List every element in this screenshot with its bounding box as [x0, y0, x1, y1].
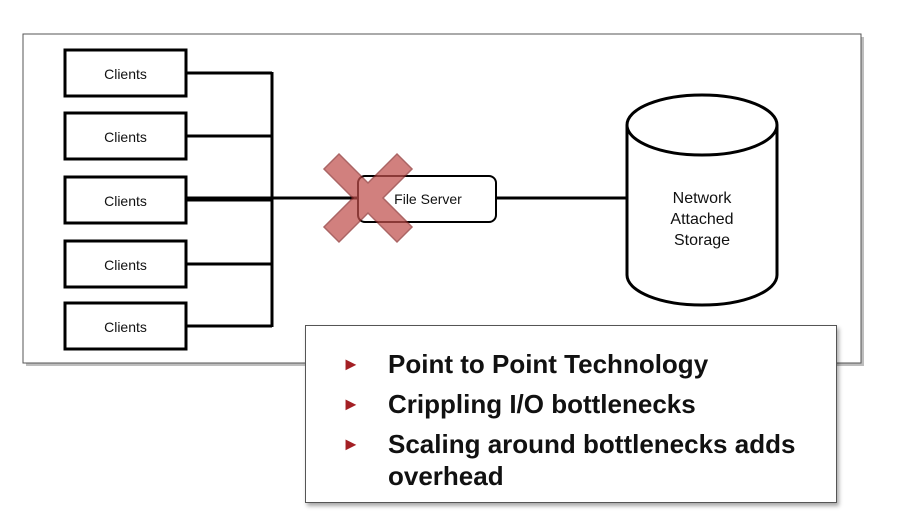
- triangle-bullet-icon: ►: [342, 394, 360, 414]
- issues-callout: ► Point to Point Technology ► Crippling …: [305, 325, 837, 503]
- client-node: Clients: [63, 239, 188, 289]
- client-label: Clients: [104, 129, 147, 145]
- triangle-bullet-icon: ►: [342, 434, 360, 454]
- x-mark-icon: [322, 152, 414, 244]
- client-label: Clients: [104, 66, 147, 82]
- issue-item: ► Point to Point Technology: [342, 348, 836, 380]
- client-node: Clients: [63, 175, 188, 225]
- triangle-bullet-icon: ►: [342, 354, 360, 374]
- file-server-label: File Server: [394, 191, 462, 207]
- storage-label-line: Storage: [674, 232, 730, 249]
- issue-text: Scaling around bottlenecks adds overhead: [388, 429, 796, 491]
- client-label: Clients: [104, 319, 147, 335]
- issue-text: Crippling I/O bottlenecks: [388, 389, 696, 419]
- client-label: Clients: [104, 257, 147, 273]
- storage-cylinder: Network Attached Storage: [625, 93, 779, 307]
- client-node: Clients: [63, 111, 188, 161]
- storage-label-line: Attached: [670, 211, 733, 228]
- client-label: Clients: [104, 193, 147, 209]
- client-node: Clients: [63, 301, 188, 351]
- client-connectors: [187, 71, 358, 328]
- issue-item: ► Crippling I/O bottlenecks: [342, 388, 836, 420]
- issue-text: Point to Point Technology: [388, 349, 709, 379]
- issues-list: ► Point to Point Technology ► Crippling …: [342, 348, 836, 492]
- client-node: Clients: [63, 48, 188, 98]
- storage-label-line: Network: [673, 190, 733, 207]
- issue-item: ► Scaling around bottlenecks adds overhe…: [342, 428, 836, 492]
